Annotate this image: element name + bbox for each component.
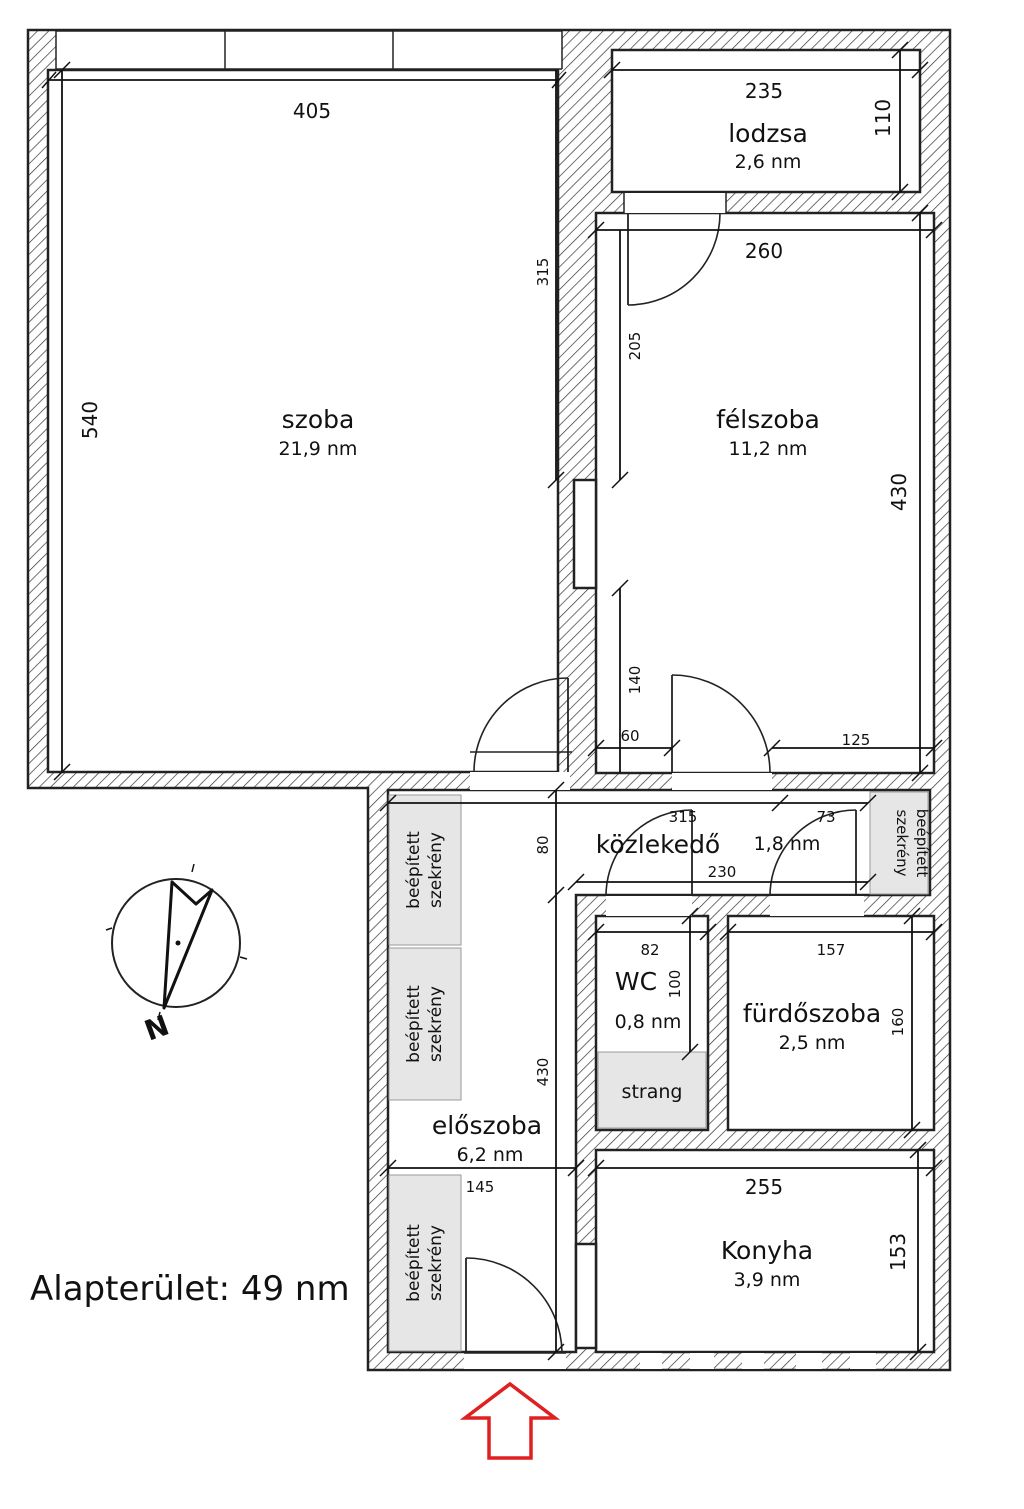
dim-felszoba-lower: 140: [626, 666, 644, 695]
dim-konyha-depth: 153: [886, 1233, 910, 1271]
room-lodzsa-name: lodzsa: [728, 119, 808, 148]
room-eloszoba-area: 6,2 nm: [457, 1144, 524, 1166]
closet-4-line1: beépített: [913, 809, 931, 878]
closet-4-line2: szekrény: [893, 809, 911, 876]
closet-4-label: beépített szekrény: [893, 809, 931, 878]
closet-3-line2: szekrény: [426, 1225, 446, 1301]
closet-2-label: beépített szekrény: [404, 985, 446, 1063]
strang-box: [597, 1051, 707, 1129]
dim-szoba-width: 405: [293, 99, 331, 123]
room-konyha-name: Konyha: [721, 1236, 813, 1265]
room-furdoszoba-name: fürdőszoba: [743, 999, 881, 1028]
szoba-door: [470, 677, 572, 790]
compass-icon: N: [105, 863, 248, 1048]
wc-door: [605, 809, 693, 916]
furdoszoba-door: [769, 809, 864, 916]
dim-kozlekedo-80: 80: [534, 835, 552, 854]
entrance-arrow-icon: [459, 1381, 561, 1460]
dim-szoba-height: 540: [78, 401, 102, 439]
dim-felszoba-upper: 205: [626, 332, 644, 361]
dim-felszoba-width: 260: [745, 239, 783, 263]
dim-wc-width: 82: [640, 941, 659, 959]
lodzsa-floor: [610, 48, 922, 194]
closet-3-label: beépített szekrény: [404, 1224, 446, 1302]
room-felszoba-name: félszoba: [716, 405, 820, 434]
dim-szoba-partial: 315: [534, 258, 552, 287]
room-kozlekedo-area: 1,8 nm: [754, 833, 821, 855]
dim-felszoba-60: 60: [620, 727, 639, 745]
dimension-lines: [41, 41, 943, 1361]
dim-eloszoba-width: 145: [466, 1178, 495, 1196]
room-lodzsa-area: 2,6 nm: [735, 151, 802, 173]
dim-kozlekedo-315: 315: [669, 808, 698, 826]
dim-kozlekedo-73: 73: [816, 808, 835, 826]
closet-3-line1: beépített: [404, 1224, 424, 1302]
closet-1-line1: beépített: [404, 831, 424, 909]
room-eloszoba-name: előszoba: [432, 1111, 542, 1140]
dim-felszoba-height: 430: [887, 473, 911, 511]
dim-kozlekedo-230: 230: [708, 863, 737, 881]
compass-label: N: [140, 1009, 173, 1048]
eloszoba-floor: [386, 788, 932, 1354]
closet-2-line1: beépített: [404, 985, 424, 1063]
strang-label: strang: [622, 1081, 683, 1103]
closet-2: [388, 947, 462, 1101]
room-felszoba-area: 11,2 nm: [729, 438, 808, 460]
dim-furdo-depth: 160: [889, 1008, 907, 1037]
closet-1: [388, 794, 462, 946]
room-wc-name: WC: [615, 967, 657, 996]
total-area: Alapterület: 49 nm: [30, 1269, 350, 1309]
dim-lodzsa-depth: 110: [871, 99, 895, 137]
closet-4: [869, 791, 929, 895]
room-kozlekedo-name: közlekedő: [596, 830, 720, 859]
room-szoba-name: szoba: [282, 405, 355, 434]
konyha-opening: [574, 1242, 598, 1350]
closet-1-label: beépített szekrény: [404, 831, 446, 909]
closet-3: [388, 1174, 462, 1352]
dim-eloszoba-height: 430: [534, 1058, 552, 1087]
room-furdoszoba-area: 2,5 nm: [779, 1032, 846, 1054]
felszoba-floor: [594, 211, 936, 775]
dim-felszoba-125: 125: [842, 731, 871, 749]
lodzsa-door: [623, 193, 727, 306]
szoba-window: [55, 30, 563, 70]
closet-2-line2: szekrény: [426, 986, 446, 1062]
entrance-door: [464, 1257, 566, 1369]
dim-lodzsa-width: 235: [745, 79, 783, 103]
konyha-window: [640, 1353, 876, 1369]
room-szoba-area: 21,9 nm: [279, 438, 358, 460]
dim-konyha-width: 255: [745, 1175, 783, 1199]
dim-wc-depth: 100: [666, 970, 684, 999]
dim-furdo-width: 157: [817, 941, 846, 959]
szoba-felszoba-opening: [572, 478, 598, 590]
furdoszoba-floor: [726, 914, 936, 1132]
room-wc-area: 0,8 nm: [615, 1011, 682, 1033]
room-konyha-area: 3,9 nm: [734, 1269, 801, 1291]
szoba-floor: [46, 68, 560, 774]
closet-1-line2: szekrény: [426, 832, 446, 908]
